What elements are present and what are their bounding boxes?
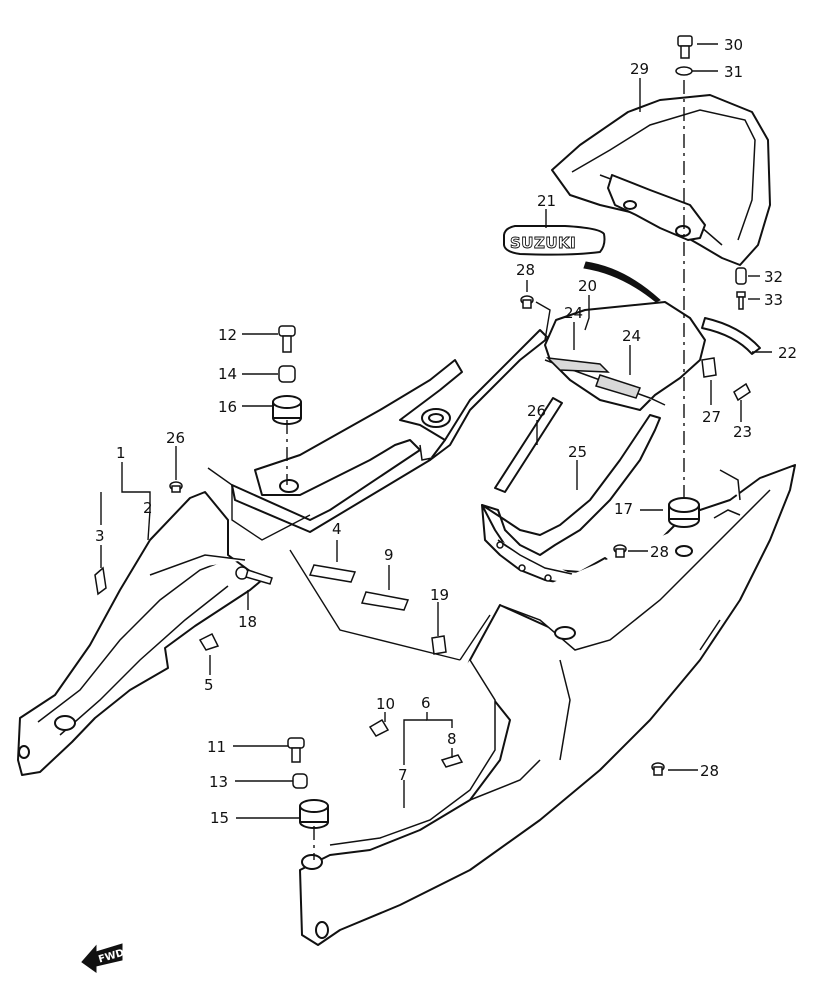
grommet-17-icon (668, 497, 700, 557)
callout-10: 10 (376, 695, 395, 713)
callout-5: 5 (204, 676, 214, 694)
callout-1: 1 (116, 444, 126, 462)
callout-26b: 26 (166, 429, 185, 447)
screw-33-icon (736, 291, 746, 310)
bolt-11-icon (287, 737, 305, 763)
screw-26-icon (169, 481, 183, 493)
suzuki-emblem: SUZUKI (503, 225, 606, 256)
collar-14-icon (278, 365, 296, 383)
callout-18: 18 (238, 613, 257, 631)
callout-22: 22 (778, 344, 797, 362)
callout-25: 25 (568, 443, 587, 461)
strip-9-icon (360, 591, 410, 611)
callout-7: 7 (398, 766, 408, 784)
callout-8: 8 (447, 730, 457, 748)
washer-31-icon (675, 66, 693, 76)
callout-24b: 24 (622, 327, 641, 345)
callout-21: 21 (537, 192, 556, 210)
clip-27-icon (701, 357, 717, 378)
bolt-30-icon (677, 35, 693, 59)
callouts: 1 2 3 4 5 6 7 8 9 10 11 12 13 14 15 16 1… (95, 36, 797, 827)
pad-10-icon (368, 718, 390, 737)
trim-strip (701, 317, 761, 355)
pad-3-icon (94, 566, 107, 596)
callout-24a: 24 (564, 304, 583, 322)
callout-31: 31 (724, 63, 743, 81)
rubber-strip (494, 397, 563, 493)
callout-28a: 28 (516, 261, 535, 279)
callout-19: 19 (430, 586, 449, 604)
pad-23-icon (733, 382, 751, 402)
callout-32: 32 (764, 268, 783, 286)
fwd-arrow-icon: FWD (81, 943, 125, 973)
grommet-15-icon (299, 799, 329, 829)
emblem-text: SUZUKI (510, 234, 576, 252)
callout-27: 27 (702, 408, 721, 426)
callout-11: 11 (207, 738, 226, 756)
grommet-16-icon (272, 395, 302, 425)
callout-17: 17 (614, 500, 633, 518)
spacer-32-icon (735, 267, 747, 285)
callout-29: 29 (630, 60, 649, 78)
collar-13-icon (292, 773, 308, 789)
callout-15: 15 (210, 809, 229, 827)
callout-23: 23 (733, 423, 752, 441)
pad-5-icon (198, 632, 220, 651)
rivet-28b-icon (613, 544, 627, 558)
callout-28b: 28 (650, 543, 669, 561)
right-frame-cover (299, 464, 796, 946)
callout-4: 4 (332, 520, 342, 538)
rivet-28-icon (520, 295, 534, 309)
callout-20: 20 (578, 277, 597, 295)
left-frame-cover (17, 491, 263, 776)
strip-4-icon (308, 564, 357, 583)
callout-28c: 28 (700, 762, 719, 780)
bolt-18-icon (235, 566, 273, 585)
callout-33: 33 (764, 291, 783, 309)
bolt-12-icon (278, 325, 296, 353)
callout-16: 16 (218, 398, 237, 416)
callout-9: 9 (384, 546, 394, 564)
clip-19-icon (431, 635, 447, 655)
callout-13: 13 (209, 773, 228, 791)
callout-2: 2 (143, 499, 153, 517)
callout-30: 30 (724, 36, 743, 54)
callout-12: 12 (218, 326, 237, 344)
callout-26a: 26 (527, 402, 546, 420)
callout-3: 3 (95, 527, 105, 545)
hardware (94, 35, 751, 829)
leader-lines (100, 43, 772, 819)
alignment-lines (286, 80, 685, 860)
callout-14: 14 (218, 365, 237, 383)
seat-cowl (551, 94, 771, 266)
callout-6: 6 (421, 694, 431, 712)
rivet-28c-icon (651, 762, 665, 776)
rear-frame-bracket (231, 329, 549, 533)
